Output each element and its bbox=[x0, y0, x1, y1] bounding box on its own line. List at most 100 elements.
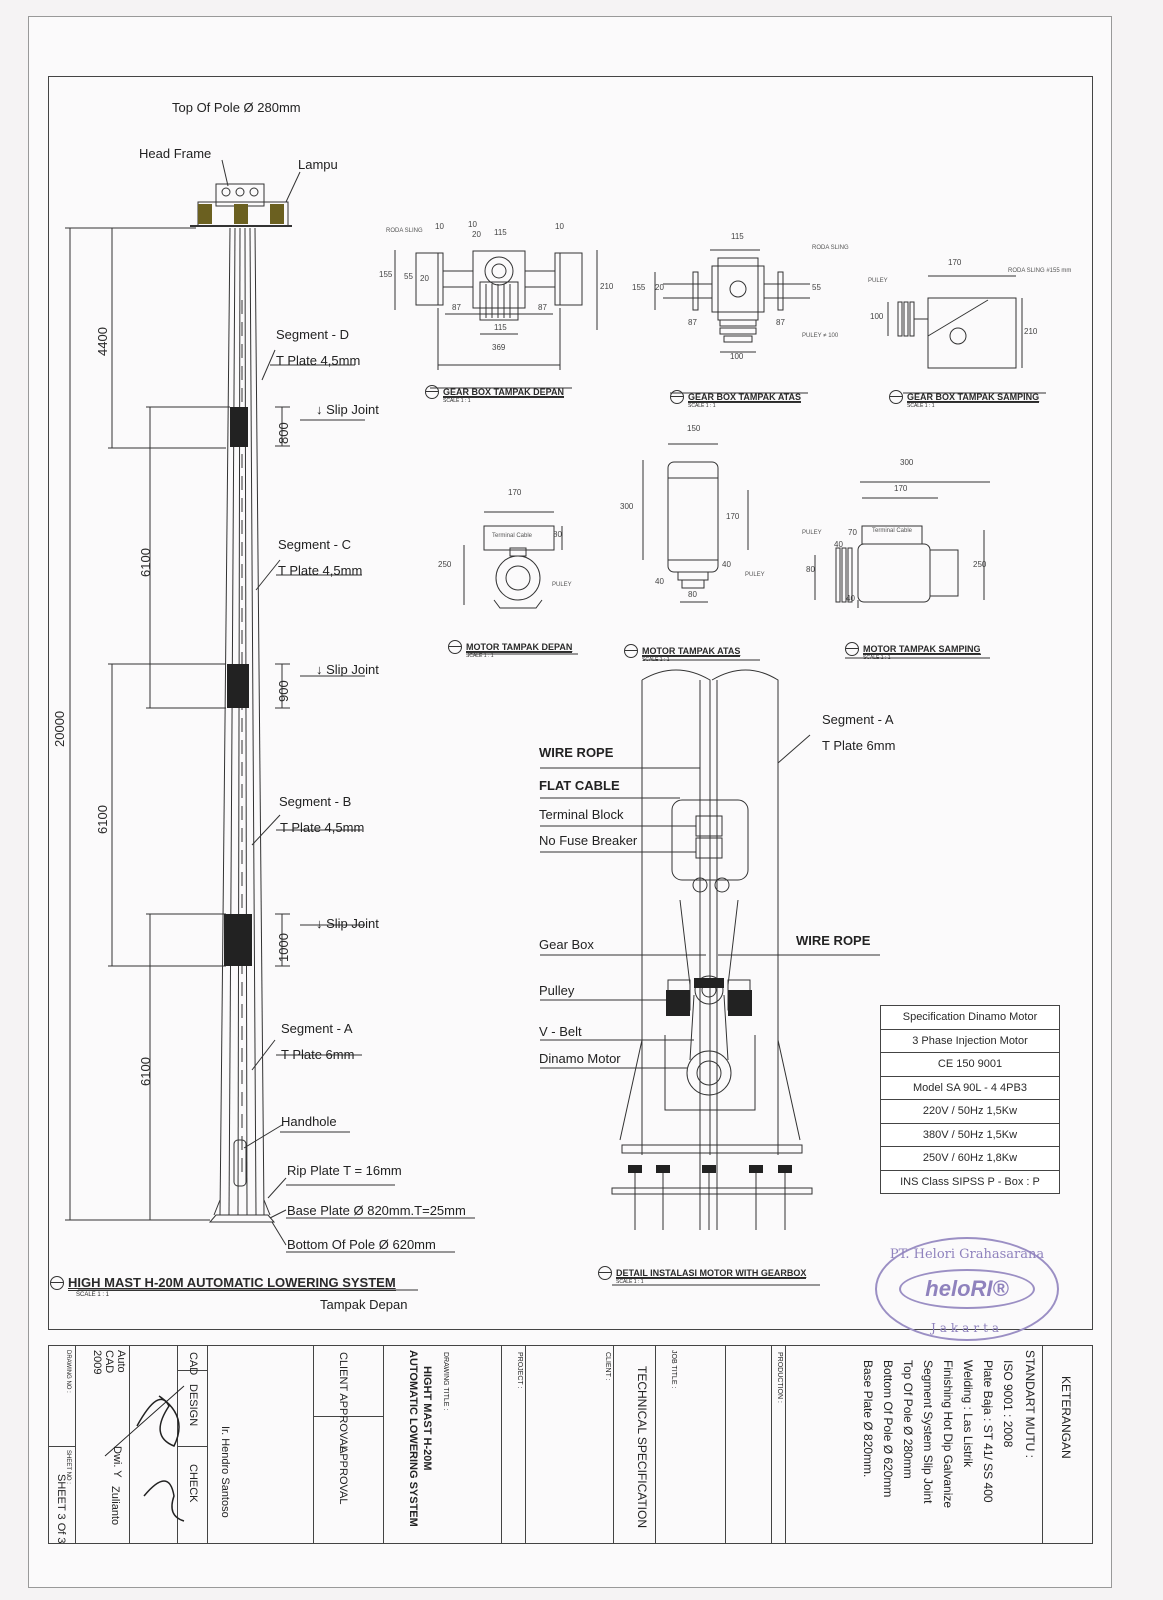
gb-front-d115: 115 bbox=[494, 228, 507, 237]
tb-note: Plate Baja : ST 41/ SS 400 bbox=[981, 1360, 995, 1503]
tb-note: Bottom Of Pole Ø 620mm bbox=[881, 1360, 895, 1498]
detail-no-fuse-breaker: No Fuse Breaker bbox=[539, 833, 638, 848]
spec-title: Specification Dinamo Motor bbox=[881, 1006, 1059, 1030]
motor-front-caption: MOTOR TAMPAK DEPAN SCALE 1 : 1 bbox=[448, 640, 573, 659]
base-plate-label: Base Plate Ø 820mm.T=25mm bbox=[287, 1203, 466, 1218]
tb-production-header: PRODUCTION : bbox=[776, 1352, 783, 1403]
tb-drawing-title-header: DRAWING TITLE : bbox=[442, 1352, 449, 1411]
rip-plate-label: Rip Plate T = 16mm bbox=[287, 1163, 402, 1178]
tb-client-approval: CLIENT APPROVAL bbox=[337, 1352, 349, 1452]
tb-drawing-title-1: HIGHT MAST H-20M bbox=[421, 1366, 433, 1471]
section-marker-icon bbox=[50, 1276, 64, 1290]
gb-top-scale: SCALE 1 : 1 bbox=[688, 403, 716, 409]
gb-top-d155: 155 bbox=[632, 283, 646, 292]
dim-6100-b: 6100 bbox=[95, 805, 110, 834]
detail-gear-box: Gear Box bbox=[539, 937, 594, 952]
gb-side-d100: 100 bbox=[870, 312, 884, 321]
motor-top-d300: 300 bbox=[620, 502, 634, 511]
spec-row: CE 150 9001 bbox=[881, 1053, 1059, 1077]
tb-job-title-header: JOB TITLE : bbox=[670, 1350, 677, 1389]
detail-caption-text: DETAIL INSTALASI MOTOR WITH GEARBOX bbox=[616, 1267, 807, 1279]
company-stamp: PT. Helori Grahasarana heloRI® Jakarta bbox=[875, 1237, 1059, 1341]
tb-note: Top Of Pole Ø 280mm bbox=[901, 1360, 915, 1479]
tb-standart-mutu: STANDART MUTU : bbox=[1023, 1350, 1037, 1459]
detail-wire-rope-2: WIRE ROPE bbox=[796, 933, 871, 948]
motor-top-scale: SCALE 1 : 1 bbox=[642, 657, 670, 663]
stamp-company: PT. Helori Grahasarana bbox=[889, 1247, 1045, 1262]
segment-c-label: Segment - C bbox=[278, 537, 351, 552]
stamp-logo: heloRI® bbox=[899, 1269, 1035, 1309]
tb-approver: Ir. Hendro Santoso bbox=[219, 1426, 231, 1518]
gb-top-d55: 55 bbox=[812, 283, 821, 292]
gb-front-caption-text: GEAR BOX TAMPAK DEPAN bbox=[443, 386, 565, 398]
detail-pulley: Pulley bbox=[539, 983, 575, 998]
spec-dinamo-motor-table: Specification Dinamo Motor 3 Phase Injec… bbox=[880, 1005, 1060, 1194]
gb-front-caption: GEAR BOX TAMPAK DEPAN SCALE 1 : 1 bbox=[425, 385, 565, 404]
gb-front-d87b: 87 bbox=[538, 303, 547, 312]
lampu-label: Lampu bbox=[298, 157, 338, 172]
slip-joint-2: ↓ Slip Joint bbox=[316, 662, 379, 677]
dim-900: 900 bbox=[276, 680, 291, 702]
spec-row: 220V / 50Hz 1,5Kw bbox=[881, 1100, 1059, 1124]
motor-top-caption-text: MOTOR TAMPAK ATAS bbox=[642, 645, 741, 657]
gb-side-roda: RODA SLING #155 mm bbox=[1008, 268, 1072, 274]
gb-top-d115: 115 bbox=[731, 232, 744, 241]
spec-row: 380V / 50Hz 1,5Kw bbox=[881, 1124, 1059, 1147]
motor-side-d40b: 40 bbox=[846, 594, 855, 603]
gb-top-d87a: 87 bbox=[688, 318, 697, 327]
spec-row: Model SA 90L - 4 4PB3 bbox=[881, 1077, 1059, 1100]
tb-drawing-title-2: AUTOMATIC LOWERING SYSTEM bbox=[407, 1350, 419, 1527]
gb-front-roda: RODA SLING bbox=[386, 228, 423, 234]
motor-top-caption: MOTOR TAMPAK ATAS SCALE 1 : 1 bbox=[624, 644, 741, 663]
gb-front-scale: SCALE 1 : 1 bbox=[443, 398, 471, 404]
tb-approval: APPROVAL bbox=[337, 1446, 349, 1505]
segment-c-plate: T Plate 4,5mm bbox=[278, 563, 363, 578]
motor-top-pulley: PULEY bbox=[745, 572, 765, 578]
tb-note: ISO 9001 : 2008 bbox=[1001, 1360, 1015, 1448]
spec-row: 3 Phase Injection Motor bbox=[881, 1030, 1059, 1053]
spec-row: 250V / 60Hz 1,8Kw bbox=[881, 1147, 1059, 1171]
gb-top-pulley: PULEY ≠ 100 bbox=[802, 333, 839, 339]
tb-project-header: PROJECT : bbox=[516, 1352, 523, 1389]
slip-joint-3: ↓ Slip Joint bbox=[316, 916, 379, 931]
detail-segment-a-plate: T Plate 6mm bbox=[822, 738, 896, 753]
gb-top-caption-text: GEAR BOX TAMPAK ATAS bbox=[688, 391, 801, 403]
tb-note: Welding : Las Listrik bbox=[961, 1360, 975, 1468]
motor-side-d40: 40 bbox=[834, 540, 843, 549]
gb-side-scale: SCALE 1 : 1 bbox=[907, 403, 935, 409]
detail-terminal-block: Terminal Block bbox=[539, 807, 624, 822]
head-frame-label: Head Frame bbox=[139, 146, 212, 161]
tb-note: Segment System Slip Joint bbox=[921, 1360, 935, 1504]
gb-top-d87b: 87 bbox=[776, 318, 785, 327]
segment-d-label: Segment - D bbox=[276, 327, 349, 342]
motor-side-d300: 300 bbox=[900, 458, 914, 467]
motor-top-d150: 150 bbox=[687, 424, 701, 433]
gb-front-d10c: 10 bbox=[555, 222, 564, 231]
motor-top-d40b: 40 bbox=[655, 577, 664, 586]
gb-side-pulley: PULEY bbox=[868, 278, 888, 284]
segment-a-label: Segment - A bbox=[281, 1021, 353, 1036]
detail-flat-cable: FLAT CABLE bbox=[539, 778, 620, 793]
motor-top-d40a: 40 bbox=[722, 560, 731, 569]
segment-b-label: Segment - B bbox=[279, 794, 352, 809]
pole-caption-title: HIGH MAST H-20M AUTOMATIC LOWERING SYSTE… bbox=[68, 1275, 396, 1291]
gb-front-d369: 369 bbox=[492, 343, 506, 352]
dim-20000: 20000 bbox=[52, 710, 67, 747]
section-marker-icon bbox=[889, 390, 903, 404]
segment-b-plate: T Plate 4,5mm bbox=[280, 820, 365, 835]
motor-side-d250: 250 bbox=[973, 560, 987, 569]
motor-side-caption: MOTOR TAMPAK SAMPING SCALE 1 : 1 bbox=[845, 642, 981, 661]
gb-top-roda: RODA SLING bbox=[812, 245, 849, 251]
dim-6100-a: 6100 bbox=[138, 1057, 153, 1086]
gb-side-d170: 170 bbox=[948, 258, 962, 267]
gb-front-d115b: 115 bbox=[494, 323, 507, 332]
motor-front-caption-text: MOTOR TAMPAK DEPAN bbox=[466, 641, 573, 653]
section-marker-icon bbox=[845, 642, 859, 656]
motor-top-d170: 170 bbox=[726, 512, 740, 521]
drawing-frame bbox=[48, 76, 1093, 1330]
dim-800: 800 bbox=[276, 422, 291, 444]
gb-side-d210: 210 bbox=[1024, 327, 1038, 336]
gb-front-d210: 210 bbox=[600, 282, 614, 291]
gb-side-caption: GEAR BOX TAMPAK SAMPING SCALE 1 : 1 bbox=[889, 390, 1040, 409]
segment-d-plate: T Plate 4,5mm bbox=[276, 353, 361, 368]
